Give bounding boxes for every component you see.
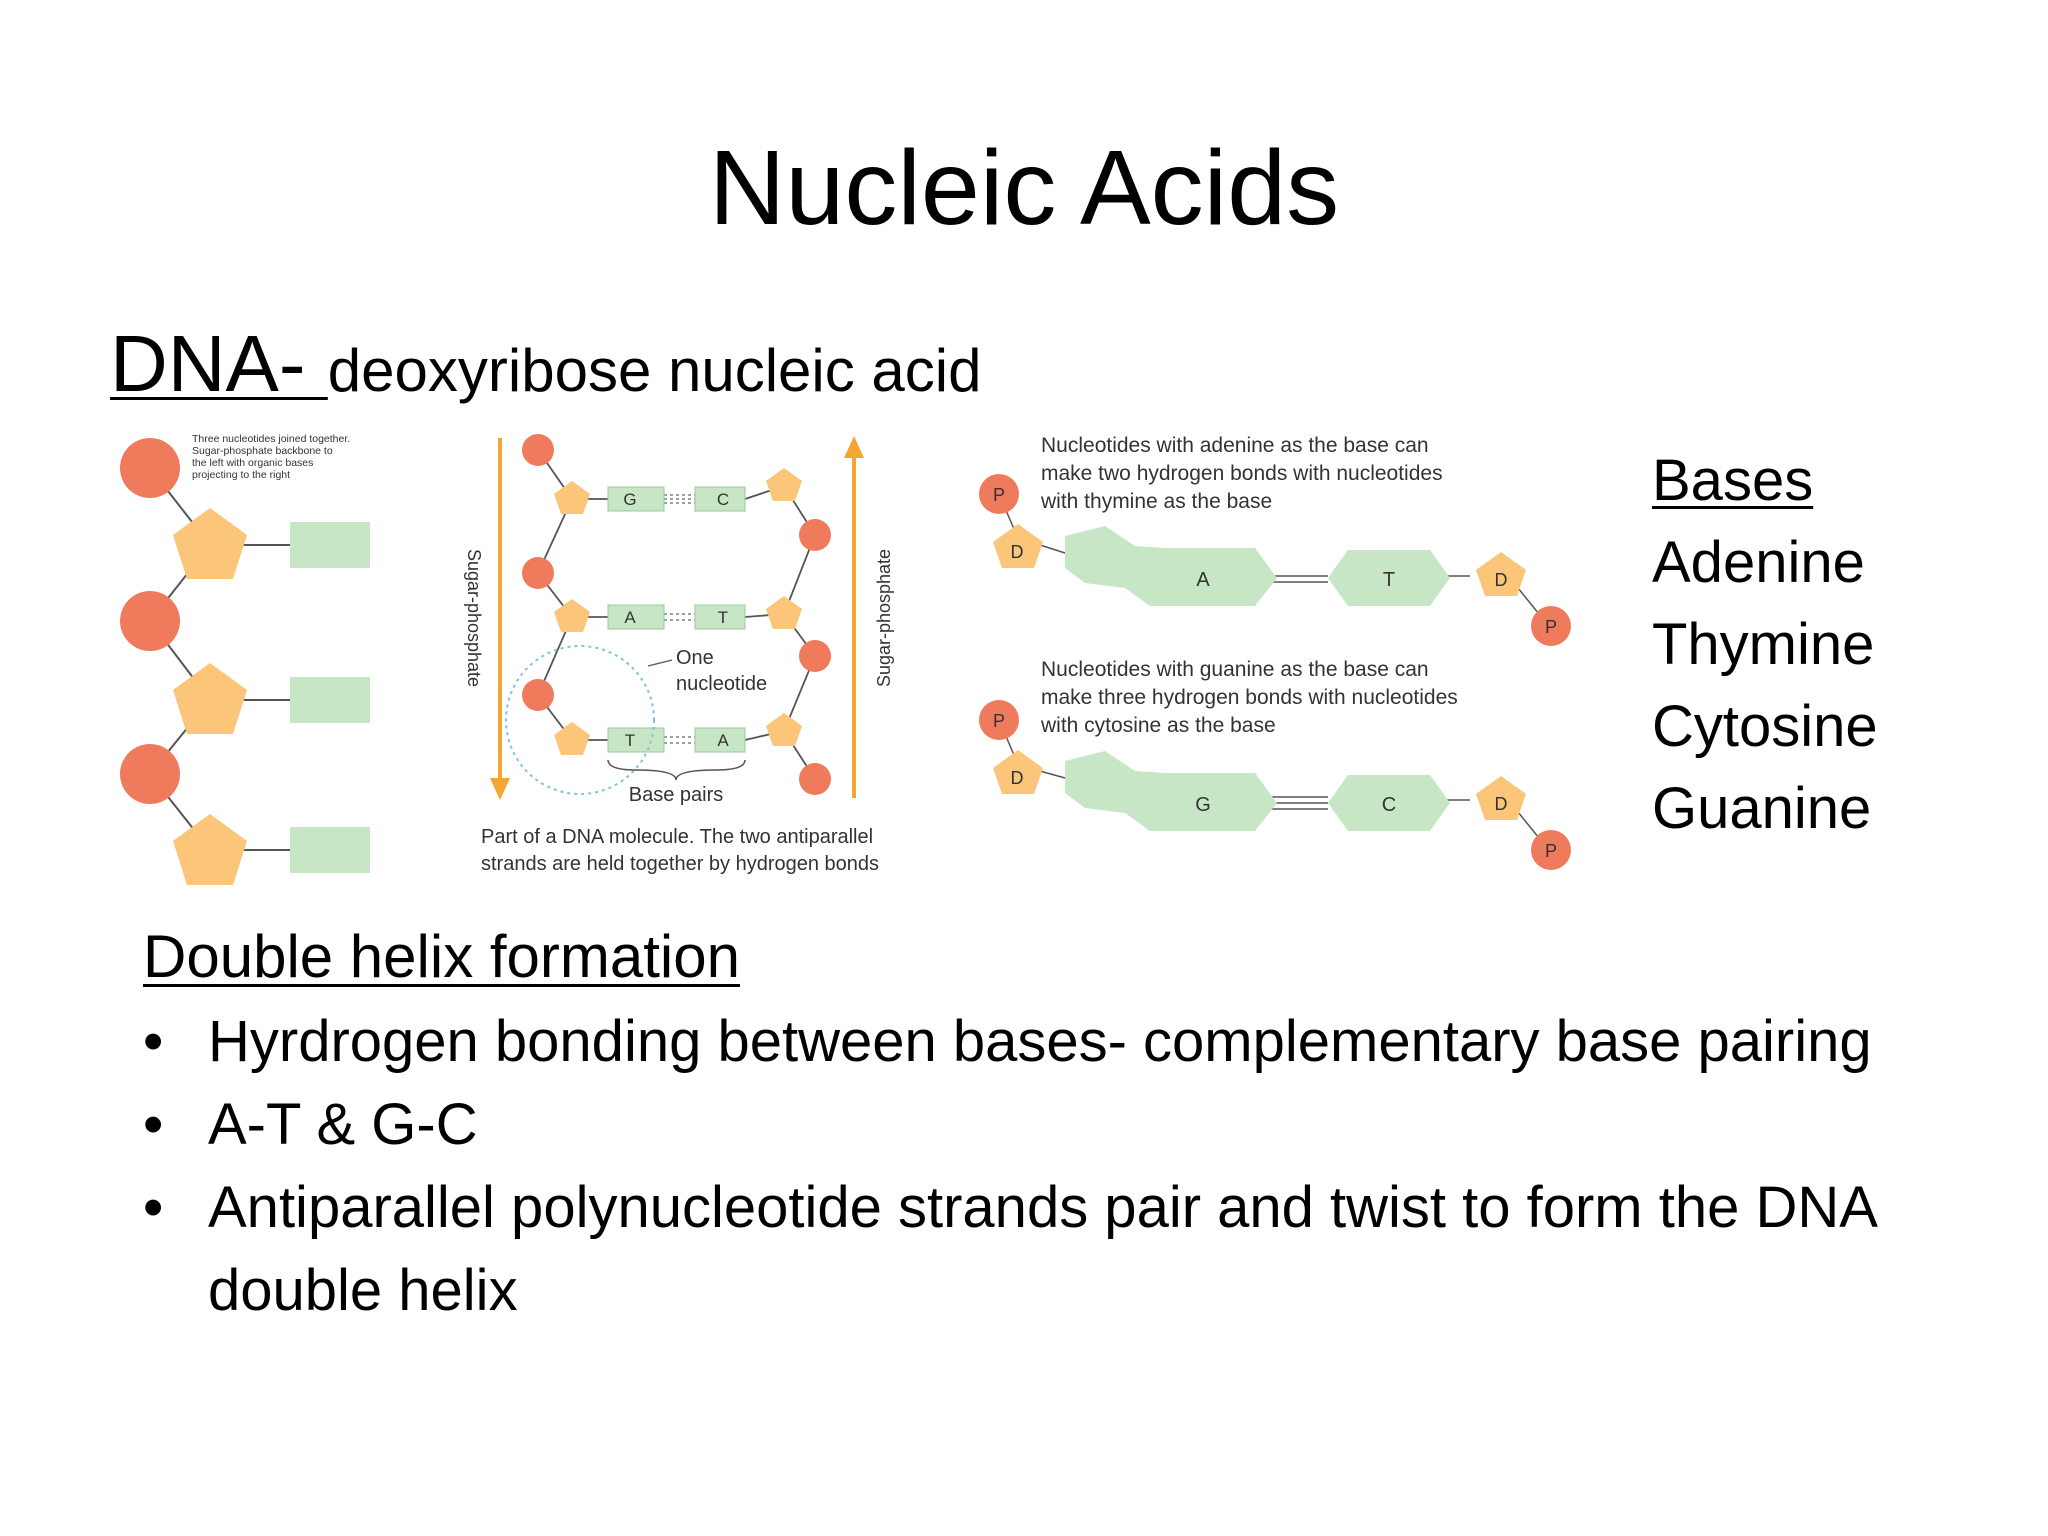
base-letter: T [718, 608, 728, 627]
sugar-pentagon [173, 814, 247, 885]
base-rect [290, 522, 370, 568]
phosphate-circle [120, 438, 180, 498]
base-letter: T [1383, 569, 1395, 591]
sugar-pentagon [766, 713, 802, 746]
phosphate-circle [522, 434, 554, 466]
phosphate-symbol: P [1545, 841, 1557, 861]
base-rect [290, 677, 370, 723]
base-item-thymine: Thymine [1652, 612, 1875, 677]
sugar-pentagon [173, 508, 247, 579]
base-letter: A [624, 608, 636, 627]
bullet-icon: • [143, 1175, 164, 1240]
phosphate-circle [522, 557, 554, 589]
sugar-pentagon [554, 481, 590, 514]
three-nucleotides-caption: Three nucleotides joined together. Sugar… [192, 433, 353, 481]
list-item: • A-T & G-C [143, 1083, 1993, 1166]
sugar-pentagon [554, 599, 590, 632]
base-pairs-brace [607, 759, 746, 781]
phosphate-circle [799, 640, 831, 672]
bullet-text: Antiparallel polynucleotide strands pair… [208, 1175, 1875, 1323]
dna-definition: deoxyribose nucleic acid [327, 337, 982, 404]
phosphate-symbol: P [993, 711, 1005, 731]
arrow-down-icon [490, 778, 510, 800]
base-letter: G [1195, 794, 1211, 816]
base-shape [1328, 775, 1450, 831]
base-rect [694, 604, 746, 630]
base-letter: T [625, 731, 635, 750]
gc-caption: Nucleotides with guanine as the base can… [1040, 658, 1464, 737]
phosphate-circle [799, 519, 831, 551]
dna-heading: DNA- deoxyribose nucleic acid [110, 318, 981, 410]
sugar-pentagon [766, 468, 802, 501]
base-rect [607, 486, 665, 512]
sugar-symbol: D [1011, 542, 1024, 562]
sugar-symbol: D [1495, 794, 1508, 814]
base-rect [607, 727, 665, 753]
slide-title: Nucleic Acids [708, 129, 1340, 247]
phosphate-circle [522, 679, 554, 711]
phosphate-circle [120, 744, 180, 804]
sugar-pentagon [1476, 552, 1526, 596]
sugar-pentagon [766, 596, 802, 629]
right-strand-label: Sugar-phosphate [874, 549, 894, 687]
arrow-up-icon [844, 436, 864, 458]
sugar-symbol: D [1495, 570, 1508, 590]
base-pairing-figure: Nucleotides with adenine as the base can… [979, 434, 1571, 870]
dna-molecule-figure: Sugar-phosphate Sugar-phosphate [464, 434, 894, 875]
base-letter: A [717, 731, 729, 750]
bases-list: Bases Adenine Thymine Cytosine Guanine [1652, 440, 1878, 850]
helix-bullet-list: • Hyrdrogen bonding between bases- compl… [143, 1000, 1993, 1332]
base-letter: G [623, 490, 636, 509]
phosphate-circle [1531, 830, 1571, 870]
base-rect [290, 827, 370, 873]
base-rect [694, 486, 746, 512]
base-rect [607, 604, 665, 630]
base-pairs-label: Base pairs [629, 784, 724, 806]
phosphate-circle [979, 700, 1019, 740]
sugar-pentagon [993, 524, 1043, 568]
phosphate-circle [120, 591, 180, 651]
sugar-pentagon [173, 663, 247, 734]
base-letter: A [1196, 569, 1210, 591]
dna-label: DNA- [110, 319, 328, 408]
bullet-text: Hyrdrogen bonding between bases- complem… [208, 1009, 1872, 1074]
base-letter: C [1382, 794, 1396, 816]
phosphate-symbol: P [993, 485, 1005, 505]
double-helix-header: Double helix formation [143, 923, 740, 990]
base-item-cytosine: Cytosine [1652, 694, 1878, 759]
bullet-text: A-T & G-C [208, 1092, 478, 1157]
left-strand-label: Sugar-phosphate [464, 549, 484, 687]
nucleotide-highlight-circle [505, 645, 655, 795]
base-shape [1328, 550, 1450, 606]
sugar-pentagon [1476, 776, 1526, 820]
three-nucleotides-figure: Three nucleotides joined together. Sugar… [120, 433, 370, 885]
phosphate-symbol: P [1545, 617, 1557, 637]
bases-header: Bases [1652, 448, 1814, 513]
sugar-pentagon [554, 722, 590, 755]
base-shape [1065, 751, 1277, 831]
bullet-icon: • [143, 1009, 164, 1074]
base-shape [1065, 526, 1277, 606]
sugar-symbol: D [1011, 768, 1024, 788]
list-item: • Antiparallel polynucleotide strands pa… [143, 1166, 1993, 1332]
base-item-adenine: Adenine [1652, 530, 1865, 595]
bullet-icon: • [143, 1092, 164, 1157]
list-item: • Hyrdrogen bonding between bases- compl… [143, 1000, 1993, 1083]
base-item-guanine: Guanine [1652, 776, 1872, 841]
dna-molecule-caption: Part of a DNA molecule. The two antipara… [481, 826, 879, 875]
phosphate-circle [1531, 606, 1571, 646]
phosphate-circle [799, 763, 831, 795]
at-caption: Nucleotides with adenine as the base can… [1040, 434, 1448, 513]
sugar-pentagon [993, 750, 1043, 794]
base-letter: C [717, 490, 729, 509]
base-rect [694, 727, 746, 753]
phosphate-circle [979, 474, 1019, 514]
one-nucleotide-label: One nucleotide [676, 647, 767, 695]
